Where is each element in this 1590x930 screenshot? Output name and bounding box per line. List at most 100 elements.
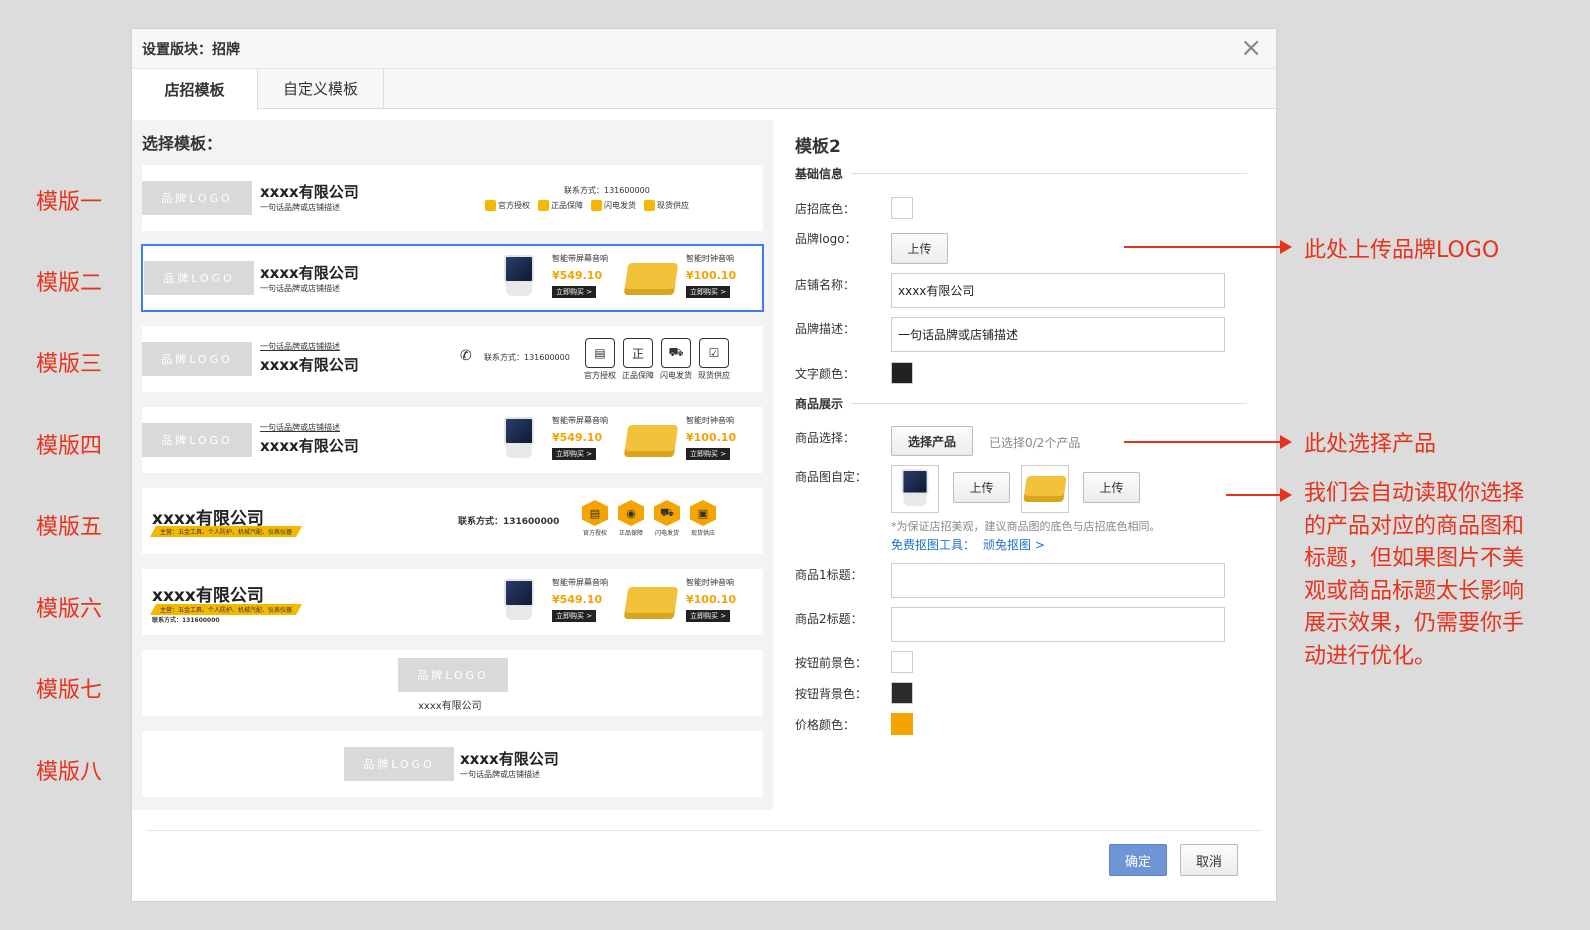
btn-fg-color-swatch[interactable]	[891, 651, 913, 673]
price-color-label: 价格颜色：	[795, 718, 856, 732]
brand-logo-placeholder: 品牌LOGO	[398, 658, 508, 692]
company-name: xxxx有限公司	[152, 509, 264, 529]
brand-logo-placeholder: 品牌LOGO	[144, 261, 254, 295]
product-title: 智能带屏幕音响	[552, 254, 608, 263]
product-image-2-thumb	[1021, 465, 1069, 513]
truck-icon: ⛟	[654, 500, 680, 526]
cutout-tool-link[interactable]: 顽兔抠图 >	[983, 538, 1045, 552]
buy-now-button: 立即购买 >	[552, 448, 597, 460]
phone-icon: ✆	[460, 348, 472, 364]
shield-icon: 正	[623, 338, 653, 368]
contact-info: 联系方式：131600000	[484, 353, 570, 362]
buy-now-button: 立即购买 >	[552, 286, 597, 298]
product-1-title-label: 商品1标题：	[795, 568, 863, 582]
dialog-title: 设置版块：招牌	[142, 41, 240, 58]
check-icon	[538, 200, 549, 211]
product-card-2: 智能时钟音响 ¥100.10 立即购买 >	[623, 247, 756, 307]
template-option-5[interactable]: xxxx有限公司 主营：五金工具、个人防护、机械汽配、仪表仪器 联系方式：131…	[142, 488, 763, 554]
selected-count: 已选择0/2个产品	[989, 436, 1081, 450]
company-name: xxxx有限公司	[418, 701, 482, 712]
upload-logo-button[interactable]: 上传	[891, 233, 948, 264]
speaker-image	[623, 587, 679, 619]
side-label-template-4: 模版四	[36, 434, 103, 459]
buy-now-button: 立即购买 >	[686, 610, 731, 622]
note-select-product: 此处选择产品	[1304, 432, 1437, 457]
tab-shop-sign-template[interactable]: 店招模板	[132, 69, 258, 110]
product-title: 智能带屏幕音响	[552, 416, 608, 425]
upload-product-image-2-button[interactable]: 上传	[1083, 472, 1140, 503]
template-option-2[interactable]: 品牌LOGO xxxx有限公司 一句话品牌或店铺描述 智能带屏幕音响 ¥549.…	[141, 244, 764, 312]
box-icon: ▣	[690, 500, 716, 526]
smart-display-image	[500, 579, 538, 623]
template-option-3[interactable]: 品牌LOGO 一句话品牌或店铺描述 xxxx有限公司 ✆ 联系方式：131600…	[142, 326, 763, 392]
tab-custom-template[interactable]: 自定义模板	[258, 69, 384, 108]
truck-icon	[591, 200, 602, 211]
arrow-logo	[1124, 240, 1292, 254]
dialog-header: 设置版块：招牌 ×	[132, 29, 1276, 69]
shield-icon	[485, 200, 496, 211]
select-product-button[interactable]: 选择产品	[891, 426, 973, 456]
template-option-6[interactable]: xxxx有限公司 主营：五金工具、个人防护、机械汽配、仪表仪器 联系方式：131…	[142, 569, 763, 635]
product-image-label: 商品图自定：	[795, 470, 868, 484]
contact-info: 联系方式：131600000	[458, 517, 560, 527]
product-image-1-thumb	[891, 465, 939, 513]
product-price: ¥100.10	[686, 593, 737, 606]
section-basic-info: 基础信息	[795, 165, 1247, 182]
template-option-1[interactable]: 品牌LOGO xxxx有限公司 一句话品牌或店铺描述 联系方式：13160000…	[142, 165, 763, 231]
close-icon[interactable]: ×	[1240, 33, 1262, 63]
badge-genuine: ◉正品保障	[618, 500, 644, 537]
product-2-title-input[interactable]	[891, 607, 1225, 642]
section-product-display: 商品展示	[795, 395, 1247, 412]
badge-fast-ship: ⛟闪电发货	[654, 500, 680, 537]
product-card-1: 智能带屏幕音响 ¥549.10 立即购买 >	[500, 571, 630, 631]
shield-icon: ◉	[618, 500, 644, 526]
product-price: ¥100.10	[686, 269, 737, 282]
template-option-7[interactable]: 品牌LOGO xxxx有限公司	[142, 650, 763, 716]
text-color-swatch[interactable]	[891, 362, 913, 384]
product-card-1: 智能带屏幕音响 ¥549.10 立即购买 >	[500, 409, 630, 469]
template-option-8[interactable]: 品牌LOGO xxxx有限公司 一句话品牌或店铺描述	[142, 731, 763, 797]
note-auto-read: 我们会自动读取你选择的产品对应的商品图和标题，但如果图片不美观或商品标题太长影响…	[1304, 481, 1525, 669]
brand-description: 一句话品牌或店铺描述	[260, 203, 340, 212]
company-name: xxxx有限公司	[260, 183, 359, 201]
company-name: xxxx有限公司	[260, 356, 359, 374]
shop-name-input[interactable]	[891, 273, 1225, 308]
company-name: xxxx有限公司	[260, 437, 359, 455]
text-color-label: 文字颜色：	[795, 367, 856, 381]
free-cutout-tool-label: 免费抠图工具：	[891, 538, 976, 552]
brand-description: 一句话品牌或店铺描述	[460, 770, 540, 779]
company-name: xxxx有限公司	[260, 264, 359, 282]
side-label-template-1: 模版一	[36, 190, 103, 215]
brand-logo-placeholder: 品牌LOGO	[142, 181, 252, 215]
product-2-title-label: 商品2标题：	[795, 612, 863, 626]
badge-in-stock: ☑现货供应	[698, 338, 730, 381]
upload-product-image-1-button[interactable]: 上传	[953, 472, 1010, 503]
cancel-button[interactable]: 取消	[1180, 844, 1238, 876]
side-label-template-6: 模版六	[36, 597, 103, 622]
template-option-4[interactable]: 品牌LOGO 一句话品牌或店铺描述 xxxx有限公司 智能带屏幕音响 ¥549.…	[142, 407, 763, 473]
product-1-title-input[interactable]	[891, 563, 1225, 598]
price-color-swatch[interactable]	[891, 713, 913, 735]
badge-genuine: 正品保障	[538, 200, 583, 211]
btn-bg-color-swatch[interactable]	[891, 682, 913, 704]
brand-logo-placeholder: 品牌LOGO	[142, 423, 252, 457]
product-title: 智能时钟音响	[686, 254, 734, 263]
badge-authorized: ▤官方授权	[582, 500, 608, 537]
box-icon: ☑	[699, 338, 729, 368]
service-icons: ▤官方授权 正正品保障 ⛟闪电发货 ☑现货供应	[584, 338, 730, 381]
badge-fast-ship: 闪电发货	[591, 200, 636, 211]
box-icon	[644, 200, 655, 211]
tab-bar: 店招模板 自定义模板	[132, 69, 1276, 110]
bg-color-swatch[interactable]	[891, 197, 913, 219]
brand-desc-input[interactable]	[891, 317, 1225, 352]
buy-now-button: 立即购买 >	[552, 610, 597, 622]
product-price: ¥549.10	[552, 269, 603, 282]
certificate-icon: ▤	[582, 500, 608, 526]
confirm-button[interactable]: 确定	[1109, 844, 1167, 876]
side-label-template-3: 模版三	[36, 352, 103, 377]
buy-now-button: 立即购买 >	[686, 448, 731, 460]
btn-bg-color-label: 按钮背景色：	[795, 687, 868, 701]
brand-logo-placeholder: 品牌LOGO	[142, 342, 252, 376]
badge-in-stock: ▣现货供应	[690, 500, 716, 537]
brand-description: 一句话品牌或店铺描述	[260, 423, 340, 432]
